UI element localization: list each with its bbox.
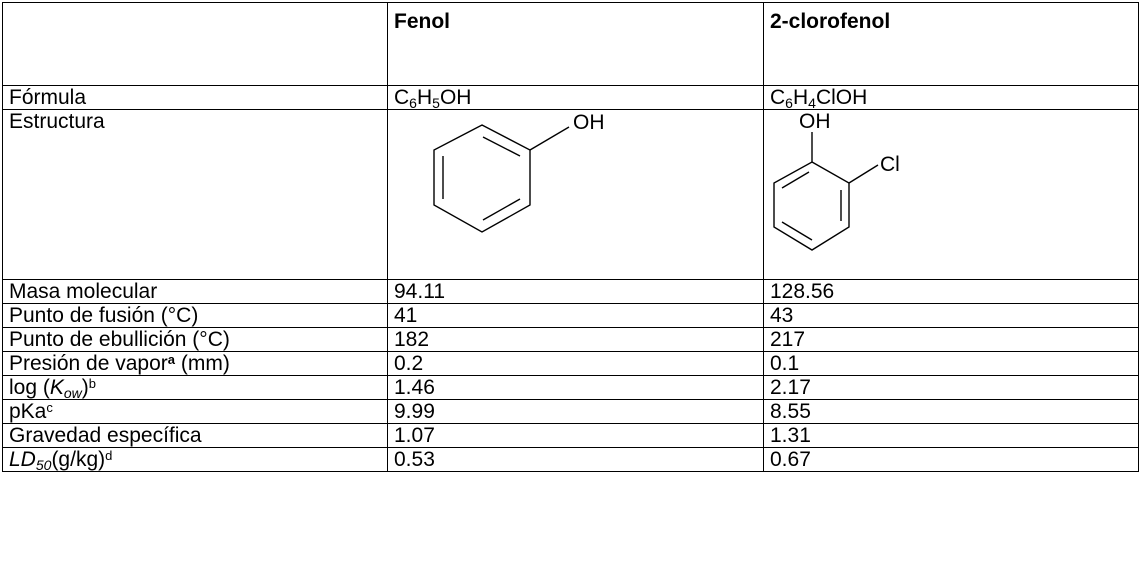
phenol-oh-label: OH: [573, 111, 605, 134]
row-punto-ebullicion: Punto de ebullición (°C) 182 217: [2, 327, 1139, 352]
row-pka: pKac 9.99 8.55: [2, 399, 1139, 424]
value-fenol: 182: [387, 327, 764, 352]
properties-table: Fenol 2-clorofenol Fórmula C6H5OH C6H4Cl…: [2, 2, 1139, 472]
value-clorofenol: 0.1: [763, 351, 1139, 376]
value-fenol: 0.53: [387, 447, 764, 472]
row-formula: Fórmula C6H5OH C6H4ClOH: [2, 85, 1139, 110]
value-clorofenol: 128.56: [763, 279, 1139, 304]
row-presion-vapor: Presión de vapora (mm) 0.2 0.1: [2, 351, 1139, 376]
label-masa-molecular: Masa molecular: [2, 279, 388, 304]
value-clorofenol: 1.31: [763, 423, 1139, 448]
chlorophenol-structure-diagram: OH Cl: [773, 110, 900, 251]
label-presion-vapor: Presión de vapora (mm): [2, 351, 388, 376]
structure-clorofenol-cell: OH Cl: [763, 109, 1139, 280]
structure-fenol-cell: OH: [387, 109, 764, 280]
value-clorofenol: 217: [763, 327, 1139, 352]
row-ld50: LD50(g/kg)d 0.53 0.67: [2, 447, 1139, 472]
label-ld50: LD50(g/kg)d: [2, 447, 388, 472]
label-log-kow: log (Kow)b: [2, 375, 388, 400]
row-masa-molecular: Masa molecular 94.11 128.56: [2, 279, 1139, 304]
header-empty-cell: [2, 2, 388, 86]
value-clorofenol: 2.17: [763, 375, 1139, 400]
header-row: Fenol 2-clorofenol: [2, 2, 1139, 86]
value-clorofenol: 43: [763, 303, 1139, 328]
header-fenol: Fenol: [387, 2, 764, 86]
formula-fenol: C6H5OH: [387, 85, 764, 110]
chlorophenol-oh-label: OH: [799, 110, 831, 133]
row-punto-fusion: Punto de fusión (°C) 41 43: [2, 303, 1139, 328]
label-pka: pKac: [2, 399, 388, 424]
value-clorofenol: 8.55: [763, 399, 1139, 424]
value-fenol: 0.2: [387, 351, 764, 376]
phenol-structure-diagram: OH: [433, 111, 605, 233]
formula-clorofenol: C6H4ClOH: [763, 85, 1139, 110]
value-fenol: 9.99: [387, 399, 764, 424]
row-gravedad-especifica: Gravedad específica 1.07 1.31: [2, 423, 1139, 448]
label-formula: Fórmula: [2, 85, 388, 110]
row-structure: Estructura OH: [2, 109, 1139, 280]
label-punto-ebullicion: Punto de ebullición (°C): [2, 327, 388, 352]
value-fenol: 1.46: [387, 375, 764, 400]
header-clorofenol: 2-clorofenol: [763, 2, 1139, 86]
chlorophenol-cl-label: Cl: [880, 153, 900, 176]
label-punto-fusion: Punto de fusión (°C): [2, 303, 388, 328]
label-gravedad-especifica: Gravedad específica: [2, 423, 388, 448]
value-clorofenol: 0.67: [763, 447, 1139, 472]
value-fenol: 41: [387, 303, 764, 328]
value-fenol: 1.07: [387, 423, 764, 448]
row-log-kow: log (Kow)b 1.46 2.17: [2, 375, 1139, 400]
label-structure: Estructura: [2, 109, 388, 280]
value-fenol: 94.11: [387, 279, 764, 304]
